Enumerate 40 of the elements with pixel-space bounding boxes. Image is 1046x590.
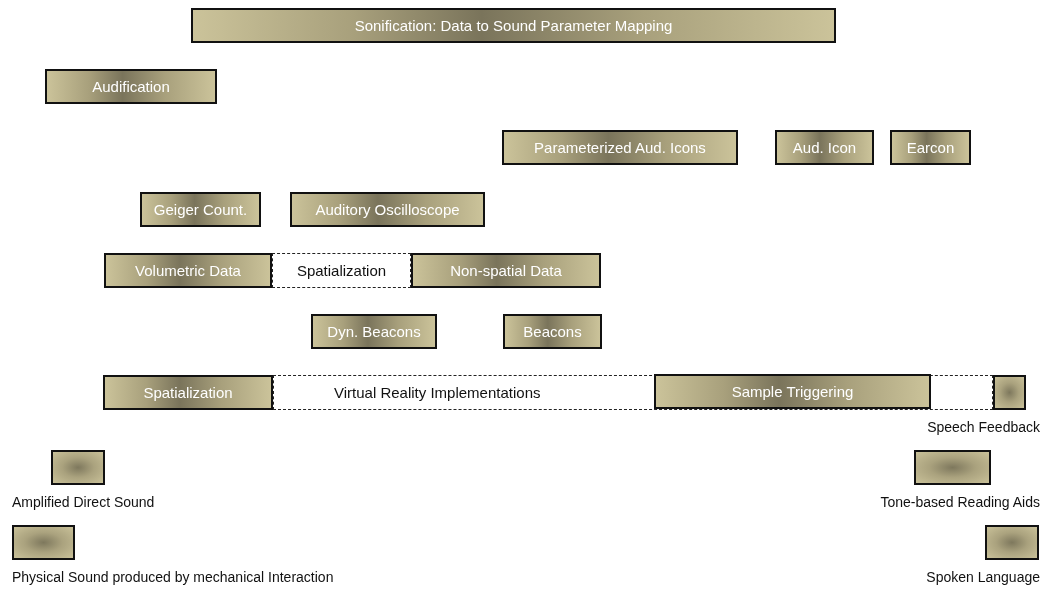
empty-box xyxy=(985,525,1039,560)
empty-box xyxy=(12,525,75,560)
dashed-box xyxy=(272,253,411,288)
box-label: Geiger Count. xyxy=(153,201,248,218)
box-label: Parameterized Aud. Icons xyxy=(534,139,706,156)
box-label: Audification xyxy=(92,78,170,95)
box-label: Auditory Oscilloscope xyxy=(315,201,460,218)
category-box xyxy=(191,8,836,43)
dashed-box xyxy=(273,375,993,410)
box-label: Non-spatial Data xyxy=(450,262,562,279)
box-label: Spoken Language xyxy=(926,569,1040,585)
category-box xyxy=(45,69,217,104)
category-box xyxy=(104,253,272,288)
category-box xyxy=(290,192,485,227)
box-label: Earcon xyxy=(906,139,955,156)
box-label: Tone-based Reading Aids xyxy=(880,494,1040,510)
box-label: Sample Triggering xyxy=(731,383,854,400)
category-box xyxy=(411,253,601,288)
box-label: Amplified Direct Sound xyxy=(12,494,155,510)
category-box xyxy=(503,314,602,349)
box-label: Physical Sound produced by mechanical Interaction xyxy=(12,569,334,585)
category-box xyxy=(654,374,931,409)
category-box xyxy=(502,130,738,165)
box-label: Spatialization xyxy=(143,384,233,401)
category-box xyxy=(140,192,261,227)
box-label: Dyn. Beacons xyxy=(327,323,421,340)
empty-box xyxy=(914,450,991,485)
category-box xyxy=(103,375,273,410)
box-label: Beacons xyxy=(523,323,582,340)
box-label: Speech Feedback xyxy=(927,419,1040,435)
category-box xyxy=(890,130,971,165)
box-label: Spatialization xyxy=(296,262,387,279)
box-label: Volumetric Data xyxy=(135,262,241,279)
box-label: Virtual Reality Implementations xyxy=(334,384,541,401)
box-label: Aud. Icon xyxy=(792,139,857,156)
empty-box xyxy=(993,375,1026,410)
empty-box xyxy=(51,450,105,485)
category-box xyxy=(311,314,437,349)
box-label: Sonification: Data to Sound Parameter Mapping xyxy=(354,17,673,34)
category-box xyxy=(775,130,874,165)
